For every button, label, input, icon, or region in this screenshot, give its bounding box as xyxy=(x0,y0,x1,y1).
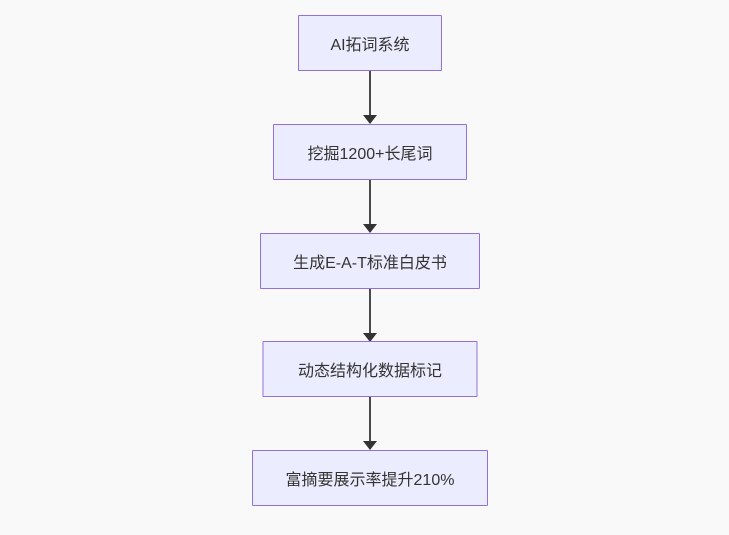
arrow-head xyxy=(363,224,377,233)
flow-node-label: 富摘要展示率提升210% xyxy=(285,472,455,489)
arrow-head xyxy=(363,441,377,450)
arrow-line xyxy=(369,289,371,333)
arrow-line xyxy=(369,397,371,441)
arrow-down-icon xyxy=(363,71,377,124)
flow-node-label: 生成E-A-T标准白皮书 xyxy=(293,255,447,272)
arrow-down-icon xyxy=(363,397,377,450)
arrow-down-icon xyxy=(363,180,377,233)
arrow-down-icon xyxy=(363,289,377,342)
flow-node-ai-word-expansion: AI拓词系统 xyxy=(298,15,442,71)
flow-node-eat-whitepaper: 生成E-A-T标准白皮书 xyxy=(260,233,480,289)
flow-node-label: 动态结构化数据标记 xyxy=(297,363,442,380)
flow-node-longtail-mining: 挖掘1200+长尾词 xyxy=(273,124,467,180)
arrow-head xyxy=(363,115,377,124)
flow-node-label: AI拓词系统 xyxy=(330,37,410,54)
arrow-line xyxy=(369,180,371,224)
arrow-line xyxy=(369,71,371,115)
flow-node-rich-snippet-rate: 富摘要展示率提升210% xyxy=(252,450,488,506)
arrow-head xyxy=(363,333,377,342)
flow-node-structured-data-markup: 动态结构化数据标记 xyxy=(262,341,478,397)
flow-node-label: 挖掘1200+长尾词 xyxy=(307,146,433,163)
